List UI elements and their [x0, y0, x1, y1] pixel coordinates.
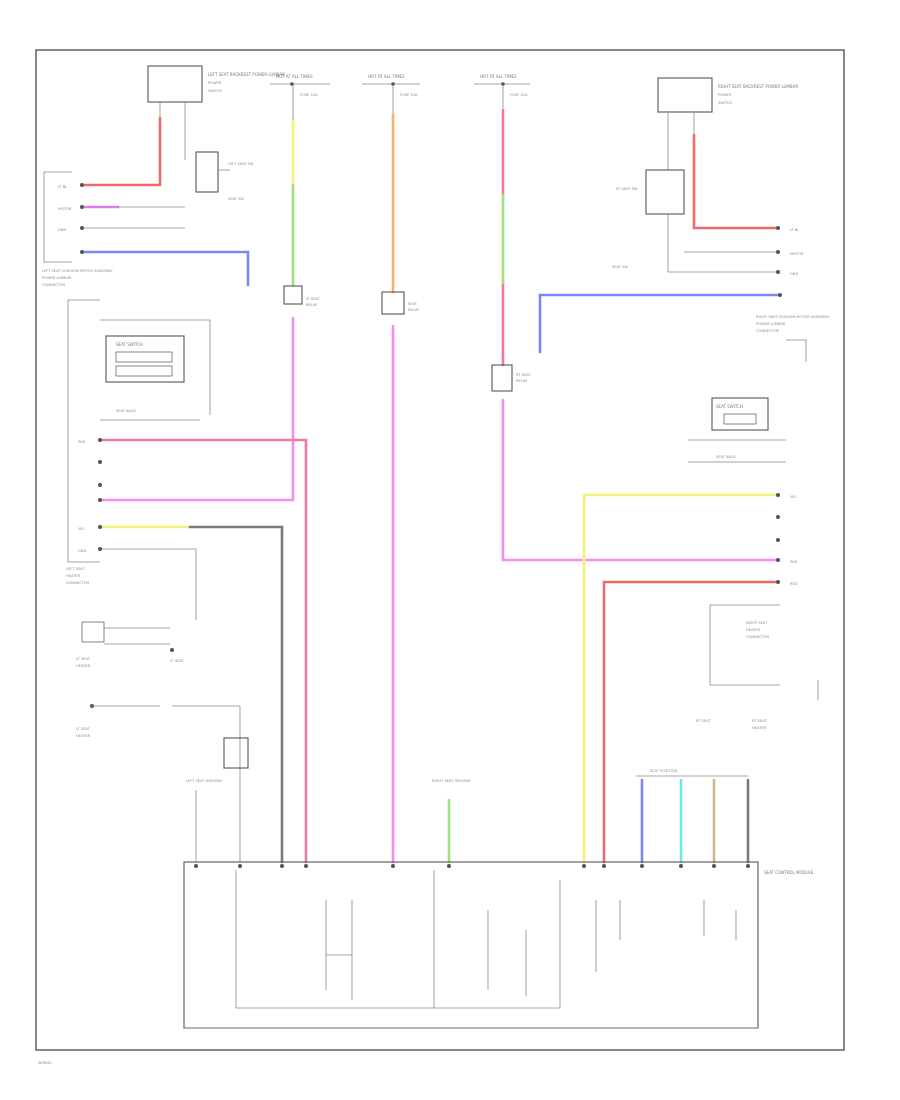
wire-magenta-col3 — [501, 398, 780, 562]
svg-text:MOTOR: MOTOR — [790, 252, 804, 256]
svg-text:POWER: POWER — [718, 93, 732, 97]
fuse-1: HOT AT ALL TIMES FUSE 25A — [270, 74, 330, 97]
left-switch-label: SEAT SWITCH — [116, 342, 143, 347]
svg-text:LEFT SEAT SW: LEFT SEAT SW — [228, 162, 254, 166]
right-switch-label: SEAT SWITCH — [716, 404, 743, 409]
svg-text:GND: GND — [58, 228, 66, 232]
svg-text:CONNECTOR: CONNECTOR — [746, 635, 770, 639]
wire-red-right-top — [692, 133, 780, 230]
svg-text:FUSE 25A: FUSE 25A — [400, 93, 418, 97]
svg-text:RED: RED — [790, 582, 798, 586]
right-lower-bracket: RIGHT SEAT HEATER CONNECTOR RT SEAT RT S… — [696, 604, 819, 730]
svg-text:HEATER: HEATER — [76, 734, 91, 738]
left-module-label: LEFT SEAT BACKREST POWER LUMBAR — [208, 72, 285, 77]
left-bracket-2 — [67, 299, 100, 563]
wire-yellow-right — [582, 493, 780, 864]
svg-text:PNK: PNK — [78, 440, 86, 444]
svg-text:MOTOR: MOTOR — [58, 207, 72, 211]
right-connector-label-group: RIGHT SEAT CUSHION MOTOR ASSEMBLY POWER … — [756, 315, 830, 362]
svg-text:HEATER: HEATER — [76, 664, 91, 668]
svg-text:LEFT SEAT: LEFT SEAT — [66, 567, 85, 571]
left-seat-switch: SEAT SWITCH SEAT BACK — [100, 319, 211, 421]
svg-text:LT BL: LT BL — [58, 185, 67, 189]
svg-text:GND: GND — [790, 272, 798, 276]
svg-text:RELAY: RELAY — [516, 379, 528, 383]
left-lumbar-module: LEFT SEAT BACKREST POWER LUMBAR POWER SW… — [147, 65, 285, 201]
right-switch-sub: SEAT BACK — [716, 455, 736, 459]
svg-text:RELAY: RELAY — [306, 303, 318, 307]
fuse-2: HOT AT ALL TIMES FUSE 25A — [362, 74, 420, 97]
svg-text:YEL: YEL — [78, 527, 84, 531]
svg-text:RELAY: RELAY — [408, 308, 420, 312]
svg-text:LT SEAT: LT SEAT — [170, 659, 185, 663]
svg-text:FUSE 25A: FUSE 25A — [300, 93, 318, 97]
svg-text:RT SEAT: RT SEAT — [516, 373, 531, 377]
wire-blue-left — [80, 250, 250, 287]
svg-text:SWITCH: SWITCH — [718, 101, 732, 105]
wire-blue-right — [538, 293, 782, 354]
svg-text:FUSE 25A: FUSE 25A — [510, 93, 528, 97]
wire-magenta-col1 — [98, 316, 295, 502]
left-connector-bracket: LEFT SEAT CUSHION MOTOR ASSEMBLY POWER L… — [42, 171, 113, 287]
svg-text:POWER LUMBAR: POWER LUMBAR — [42, 276, 72, 280]
ground-2: RIGHT SEAT GROUND — [432, 779, 471, 864]
seat-control-module: SEAT CONTROL MODULE — [183, 861, 814, 1029]
wire-gray-left — [188, 525, 284, 864]
svg-text:POWER: POWER — [208, 81, 222, 85]
right-lumbar-module: RIGHT SEAT BACKREST POWER LUMBAR POWER S… — [612, 77, 798, 273]
svg-text:CONNECTOR: CONNECTOR — [756, 329, 780, 333]
right-module-label: RIGHT SEAT BACKREST POWER LUMBAR — [718, 84, 798, 89]
svg-text:RT SEAT: RT SEAT — [752, 719, 767, 723]
svg-text:SEAT POSITION: SEAT POSITION — [650, 769, 677, 773]
svg-text:HEATER: HEATER — [66, 574, 81, 578]
ground-1-label: LEFT SEAT GROUND — [186, 779, 222, 783]
fuse-3-label: HOT AT ALL TIMES — [480, 74, 517, 79]
fuse-3: HOT AT ALL TIMES FUSE 25A — [474, 74, 530, 97]
footer-label: WIRING — [38, 1061, 52, 1065]
svg-text:POWER LUMBAR: POWER LUMBAR — [756, 322, 786, 326]
svg-text:CONNECTOR: CONNECTOR — [42, 283, 66, 287]
svg-text:LT SEAT: LT SEAT — [306, 297, 321, 301]
svg-text:LT SEAT: LT SEAT — [76, 727, 91, 731]
svg-text:SWITCH: SWITCH — [208, 89, 222, 93]
svg-text:HEATER: HEATER — [746, 628, 761, 632]
diagram-frame — [35, 49, 845, 1051]
svg-text:LT BL: LT BL — [790, 228, 799, 232]
fuse-2-label: HOT AT ALL TIMES — [368, 74, 405, 79]
wire-pink-left-mid — [98, 438, 308, 864]
svg-text:LT SEAT: LT SEAT — [76, 657, 91, 661]
left-lower-components: LT SEAT HEATER LT SEAT LT SEAT HEATER LE… — [76, 548, 249, 862]
ground-2-label: RIGHT SEAT GROUND — [432, 779, 471, 783]
svg-text:SEAT: SEAT — [408, 302, 418, 306]
right-connector-label: RIGHT SEAT CUSHION MOTOR ASSEMBLY — [756, 315, 830, 319]
svg-text:SEAT SW: SEAT SW — [612, 265, 628, 269]
fuse-1-label: HOT AT ALL TIMES — [276, 74, 313, 79]
svg-text:RT SEAT SW: RT SEAT SW — [616, 187, 638, 191]
svg-text:HEATER: HEATER — [752, 726, 767, 730]
svg-text:RT SEAT: RT SEAT — [696, 719, 711, 723]
svg-text:CONNECTOR: CONNECTOR — [66, 581, 90, 585]
svg-text:RIGHT SEAT: RIGHT SEAT — [746, 621, 768, 625]
wire-red-right-lower — [602, 580, 780, 864]
left-connector-label: LEFT SEAT CUSHION MOTOR ASSEMBLY — [42, 269, 113, 273]
svg-text:YEL: YEL — [790, 495, 796, 499]
svg-text:GND: GND — [78, 549, 86, 553]
right-multi-wires: SEAT POSITION — [636, 769, 750, 864]
svg-text:PNK: PNK — [790, 560, 798, 564]
left-switch-sub: SEAT BACK — [116, 409, 136, 413]
wire-red-left-top — [80, 116, 162, 187]
svg-text:SEAT SW: SEAT SW — [228, 197, 244, 201]
ecu-label: SEAT CONTROL MODULE — [764, 870, 814, 875]
right-seat-switch: SEAT SWITCH SEAT BACK — [688, 397, 786, 463]
